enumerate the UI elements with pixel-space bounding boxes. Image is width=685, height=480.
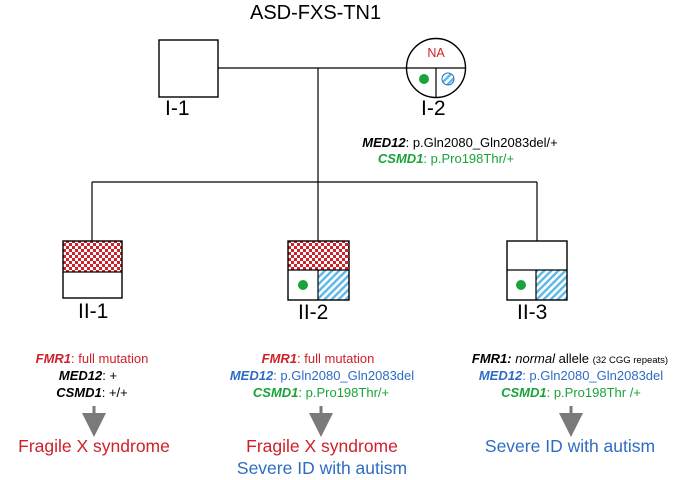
ii3-csmd1-line: CSMD1: p.Pro198Thr /+ [501,385,641,400]
diagram-title: ASD-FXS-TN1 [250,2,382,24]
ii2-fmr1-line: FMR1: full mutation [261,351,375,366]
ii2-med12-line: MED12: p.Gln2080_Gln2083del [229,368,415,383]
i2-csmd1-line: CSMD1: p.Pro198Thr/+ [377,151,515,166]
i2-na-label: NA [427,46,445,60]
ii3-phenotype: Severe ID with autism [484,436,656,456]
ii1-csmd1-line: CSMD1: +/+ [56,385,128,400]
ii2-checker [288,241,349,270]
i1-id: I-1 [165,97,190,120]
ii1-checker [63,241,122,272]
ii3-green-dot [516,280,526,290]
ii1-fmr1-line: FMR1: full mutation [35,351,149,366]
i1-symbol [158,39,219,98]
ii1-med12-line: MED12: + [58,368,118,383]
ii3-hatch [536,270,567,300]
ii2-csmd1-line: CSMD1: p.Pro198Thr/+ [252,385,390,400]
ii3-id: II-3 [517,301,548,324]
ii1-phenotype: Fragile X syndrome [18,436,170,456]
ii2-phenotype-fxs: Fragile X syndrome [246,436,398,456]
ii2-phenotype-id: Severe ID with autism [236,458,408,478]
ii2-id: II-2 [298,301,329,324]
ii1-id: II-1 [78,300,109,323]
ii1-symbol [62,240,123,299]
i2-green-dot [419,74,429,84]
ii3-med12-line: MED12: p.Gln2080_Gln2083del [478,368,664,383]
i2-id: I-2 [421,97,446,120]
i2-med12-line: MED12: p.Gln2080_Gln2083del/+ [362,135,558,150]
ii3-fmr1-line: FMR1: normal allele (32 CGG repeats) [471,351,669,366]
ii2-hatch [318,270,349,300]
ii2-green-dot [298,280,308,290]
i2-hatched-dot [441,72,455,86]
